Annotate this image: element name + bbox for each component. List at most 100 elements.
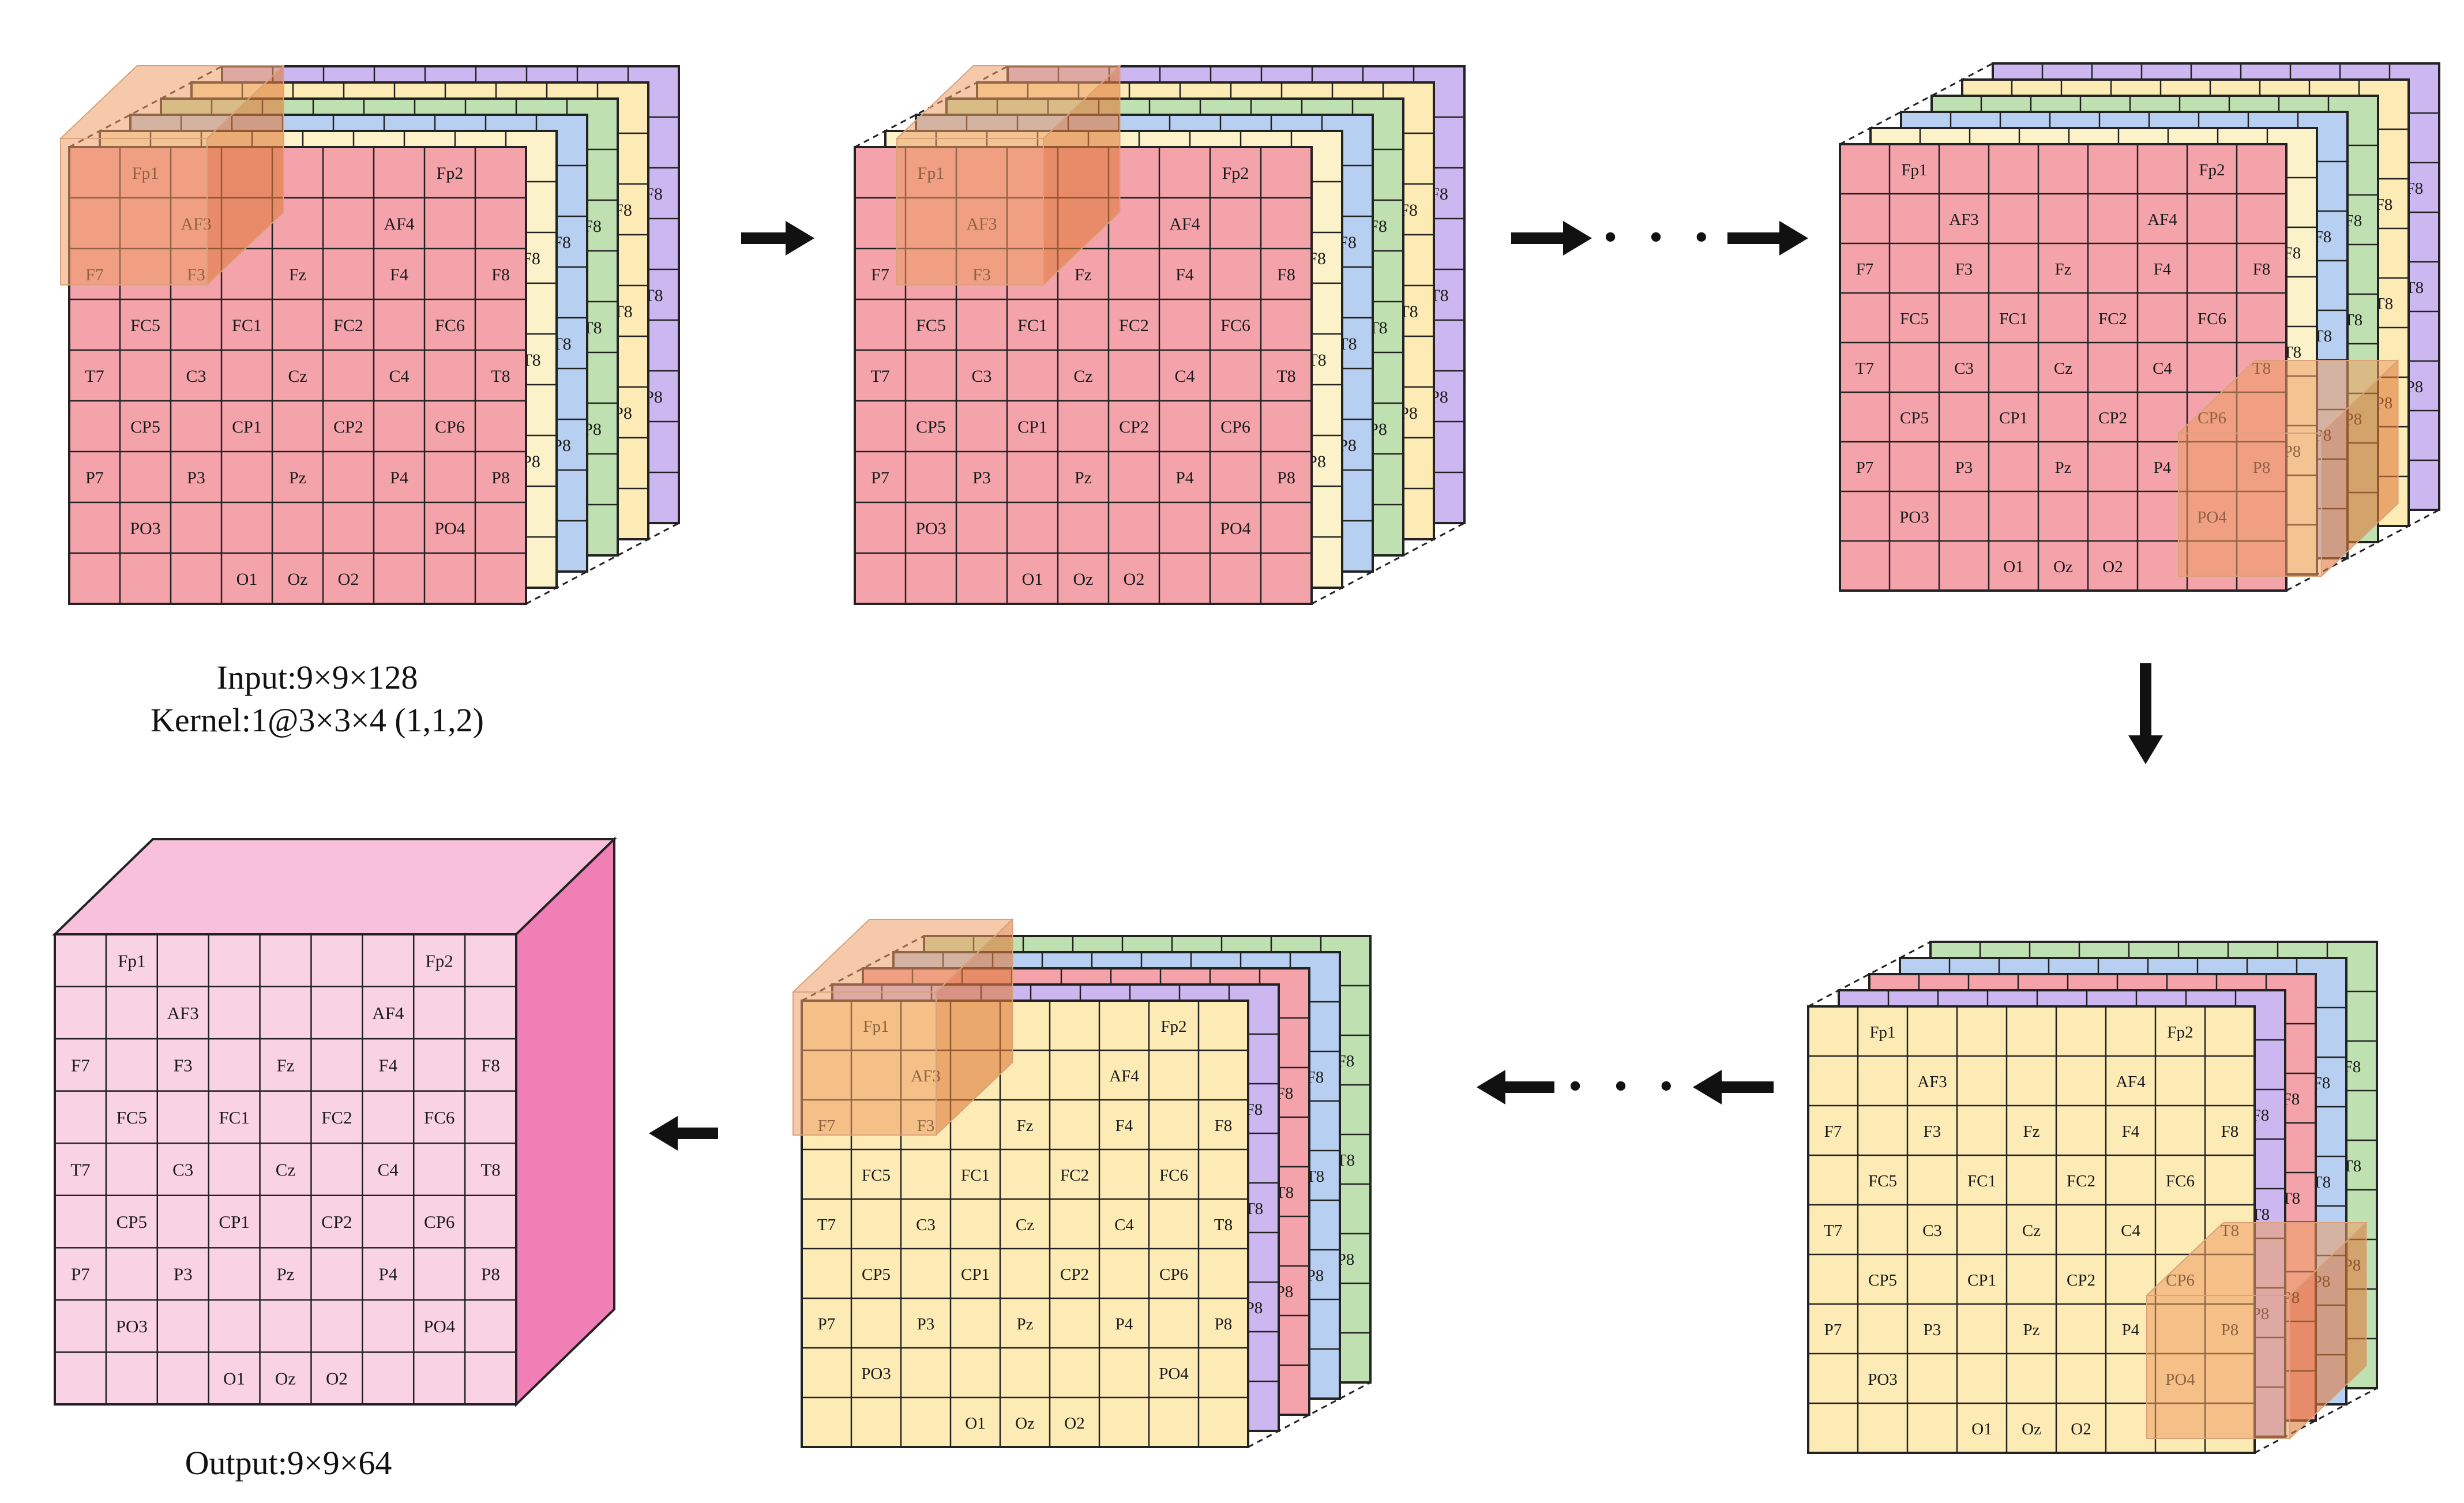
electrode-label: FC6 bbox=[2198, 310, 2226, 328]
electrode-label: Fz bbox=[289, 265, 306, 284]
electrode-label: C4 bbox=[1114, 1216, 1134, 1234]
electrode-label: F8 bbox=[2253, 260, 2271, 279]
electrode-label: CP6 bbox=[424, 1212, 455, 1232]
electrode-label: Oz bbox=[2053, 558, 2073, 576]
arrow-step5-to-output-head bbox=[649, 1116, 678, 1151]
electrode-label: AF3 bbox=[1917, 1073, 1947, 1091]
arrow-step4-to-dots-head bbox=[1693, 1070, 1722, 1104]
electrode-label: T7 bbox=[1855, 359, 1874, 378]
electrode-label: CP5 bbox=[862, 1265, 891, 1284]
electrode-label: P3 bbox=[174, 1264, 193, 1284]
electrode-label: CP6 bbox=[1220, 418, 1250, 437]
electrode-label: P4 bbox=[2154, 459, 2172, 477]
electrode-label: Pz bbox=[1075, 468, 1092, 487]
electrode-label: F4 bbox=[378, 1055, 397, 1075]
electrode-label: F4 bbox=[2122, 1122, 2140, 1141]
electrode-label: C3 bbox=[186, 367, 206, 386]
electrode-label: Fp2 bbox=[2199, 161, 2225, 179]
electrode-label: P8 bbox=[1277, 468, 1295, 487]
electrode-label: FC5 bbox=[117, 1107, 147, 1128]
electrode-label: Pz bbox=[289, 468, 306, 487]
electrode-label: CP1 bbox=[1967, 1271, 1996, 1290]
electrode-label: Fz bbox=[2023, 1122, 2040, 1141]
electrode-label: Fp1 bbox=[1901, 161, 1927, 179]
electrode-label: CP5 bbox=[1868, 1271, 1897, 1290]
electrode-label: FC6 bbox=[1220, 316, 1250, 335]
electrode-label: FC6 bbox=[424, 1107, 455, 1128]
feature-stack-step-2: Fp1Fp2F8FC6T8CP6P8PO4Fp1Fp2F8FC6T8CP6P8P… bbox=[854, 64, 1466, 605]
electrode-label: O2 bbox=[326, 1369, 348, 1389]
electrode-label: CP2 bbox=[2067, 1271, 2095, 1290]
electrode-label: P8 bbox=[491, 468, 510, 487]
kernel-front-face bbox=[792, 991, 937, 1136]
electrode-label: CP1 bbox=[1999, 409, 2028, 427]
electrode-label: FC2 bbox=[1060, 1166, 1089, 1185]
electrode-label: T7 bbox=[85, 367, 104, 386]
output-front-face bbox=[54, 933, 517, 1406]
electrode-label: C4 bbox=[389, 367, 409, 386]
electrode-label: F8 bbox=[491, 265, 510, 284]
ellipsis-top: • • • bbox=[1601, 220, 1719, 257]
electrode-label: C3 bbox=[971, 367, 991, 386]
electrode-label: FC5 bbox=[1868, 1172, 1897, 1190]
electrode-label: F4 bbox=[1175, 265, 1194, 284]
electrode-label: P3 bbox=[972, 468, 991, 487]
electrode-label: FC2 bbox=[333, 316, 363, 335]
electrode-label: F3 bbox=[174, 1055, 193, 1075]
depth-edge bbox=[1311, 522, 1465, 605]
electrode-label: P8 bbox=[481, 1264, 500, 1284]
kernel-front-face bbox=[2178, 433, 2322, 577]
electrode-label: O2 bbox=[2102, 558, 2123, 576]
electrode-label: P4 bbox=[1175, 468, 1194, 487]
feature-stack-step-4: Fp1Fp2F8FC6T8CP6P8PO4Fp1Fp2F8FC6T8CP6P8P… bbox=[791, 918, 1372, 1448]
electrode-label: AF4 bbox=[1109, 1067, 1139, 1085]
electrode-label: PO4 bbox=[1220, 519, 1250, 538]
electrode-label: P7 bbox=[818, 1315, 836, 1333]
electrode-label: CP1 bbox=[219, 1212, 249, 1232]
electrode-label: AF3 bbox=[1949, 211, 1979, 229]
electrode-label: F4 bbox=[2154, 260, 2172, 279]
electrode-label: C4 bbox=[2153, 359, 2172, 378]
electrode-label: CP2 bbox=[321, 1212, 352, 1232]
electrode-label: AF4 bbox=[384, 215, 414, 234]
feature-stack-step-3: Fp1Fp2F8FC6T8CP6P8PO4Fp1Fp2F8FC6T8CP6P8P… bbox=[1839, 62, 2440, 592]
electrode-label: PO4 bbox=[434, 519, 465, 538]
electrode-label: Fp2 bbox=[437, 164, 464, 183]
electrode-label: PO3 bbox=[130, 519, 160, 538]
electrode-label: T7 bbox=[817, 1216, 836, 1234]
electrode-label: O1 bbox=[1971, 1420, 1992, 1438]
feature-stack-step-1: Fp1Fp2F8FC6T8CP6P8PO4Fp1Fp2F8FC6T8CP6P8P… bbox=[59, 64, 680, 605]
electrode-label: P8 bbox=[1215, 1315, 1233, 1333]
electrode-label: PO3 bbox=[915, 519, 946, 538]
depth-edge bbox=[2254, 1387, 2377, 1454]
electrode-label: Fz bbox=[2055, 260, 2072, 279]
electrode-label: F8 bbox=[481, 1055, 500, 1075]
electrode-label: T8 bbox=[491, 367, 510, 386]
electrode-label: Cz bbox=[1073, 367, 1092, 386]
electrode-label: T7 bbox=[1824, 1222, 1842, 1240]
electrode-label: Fz bbox=[1075, 265, 1092, 284]
kernel-label: Kernel:1@3×3×4 (1,1,2) bbox=[151, 701, 484, 739]
electrode-label: PO3 bbox=[1868, 1370, 1898, 1389]
electrode-label: C4 bbox=[2121, 1222, 2140, 1240]
arrow-step3-to-step4-head bbox=[2128, 735, 2163, 764]
electrode-label: F3 bbox=[1924, 1122, 1941, 1141]
electrode-label: T8 bbox=[1214, 1216, 1233, 1234]
electrode-label: T8 bbox=[480, 1160, 500, 1180]
electrode-label: Cz bbox=[1016, 1216, 1034, 1234]
electrode-label: Cz bbox=[2022, 1222, 2041, 1240]
electrode-label: P3 bbox=[917, 1315, 935, 1333]
electrode-label: C3 bbox=[1922, 1222, 1942, 1240]
electrode-label: PO3 bbox=[1899, 508, 1929, 527]
electrode-label: Oz bbox=[1073, 570, 1094, 589]
kernel-front-face bbox=[60, 138, 208, 285]
electrode-label: C3 bbox=[1954, 359, 1974, 378]
electrode-label: Cz bbox=[276, 1160, 295, 1180]
electrode-label: FC2 bbox=[2067, 1172, 2095, 1190]
electrode-label: F7 bbox=[71, 1055, 90, 1075]
electrode-label: CP6 bbox=[1159, 1265, 1188, 1284]
electrode-label: P4 bbox=[2122, 1321, 2140, 1339]
electrode-label: Cz bbox=[288, 367, 307, 386]
electrode-label: O2 bbox=[1064, 1414, 1084, 1433]
electrode-label: Fp2 bbox=[2167, 1023, 2193, 1042]
